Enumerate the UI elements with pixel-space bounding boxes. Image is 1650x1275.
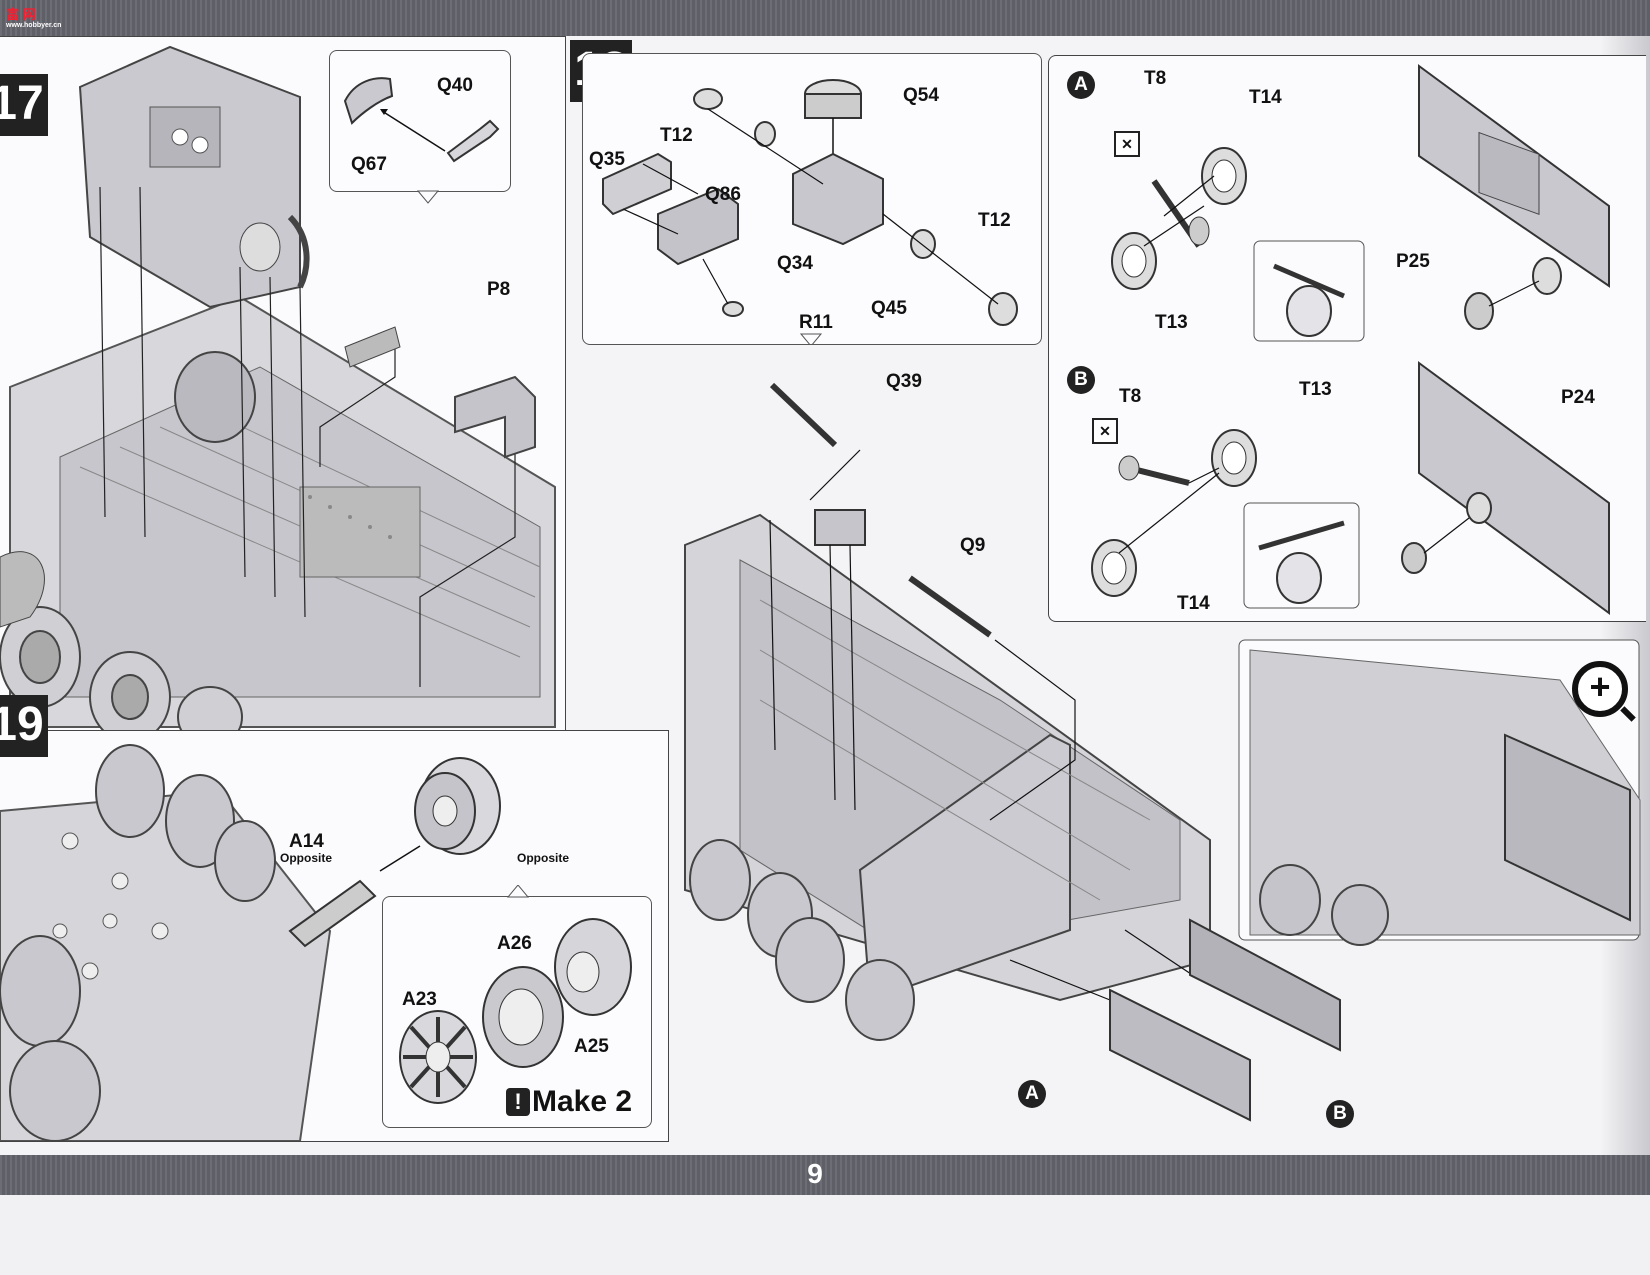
hull-marker-b: B xyxy=(1326,1100,1354,1128)
label-p8: P8 xyxy=(487,279,511,300)
label-q54: Q54 xyxy=(903,85,939,106)
variant-a-art xyxy=(1111,64,1610,342)
label-q45: Q45 xyxy=(871,298,907,319)
variant-b-panel: B T8 T13 T14 P24 ✕ xyxy=(1048,353,1646,622)
site-logo: 富 网 www.hobbyer.cn xyxy=(6,4,76,32)
logo-subtext: www.hobbyer.cn xyxy=(6,22,62,29)
step-17-number: 17 xyxy=(0,74,48,136)
step-19-illustration xyxy=(0,744,501,1141)
bottom-bar xyxy=(0,1155,1650,1195)
step-18-parts-art xyxy=(602,79,1018,344)
hull-marker-a: A xyxy=(1018,1080,1046,1108)
label-q39: Q39 xyxy=(886,371,922,392)
label-b-t14: T14 xyxy=(1177,593,1210,614)
label-a14: A14 xyxy=(289,831,324,852)
variant-b-marker: B xyxy=(1067,366,1095,394)
label-q34: Q34 xyxy=(777,253,813,274)
page-number: 9 xyxy=(807,1158,823,1189)
label-a26: A26 xyxy=(497,933,532,954)
step-19-detail-callout: A26 A23 A25 !Make 2 xyxy=(382,885,652,1128)
zoom-in-icon: + xyxy=(1572,661,1628,717)
no-glue-icon-b: ✕ xyxy=(1092,418,1118,444)
make-two-text: Make 2 xyxy=(532,1085,633,1118)
label-q35: Q35 xyxy=(589,149,625,170)
top-bar xyxy=(0,0,1650,36)
warning-icon: ! xyxy=(506,1088,530,1116)
step-19-number: 19 xyxy=(0,695,48,757)
a23-a25-a26-detail-art xyxy=(399,918,632,1104)
label-a-t8: T8 xyxy=(1144,68,1167,89)
label-b-t8: T8 xyxy=(1119,386,1142,407)
label-a-t13: T13 xyxy=(1155,312,1188,333)
label-r11: R11 xyxy=(799,312,833,333)
label-b-t13: T13 xyxy=(1299,379,1332,400)
label-b-p24: P24 xyxy=(1561,387,1595,408)
label-q40: Q40 xyxy=(437,75,473,96)
label-t12-right: T12 xyxy=(978,210,1011,231)
label-opposite-a14: Opposite xyxy=(280,851,333,865)
label-opposite-wheel: Opposite xyxy=(517,851,570,865)
label-q67: Q67 xyxy=(351,154,387,175)
step-18-parts-callout: Q54 T12 Q35 Q86 Q34 T12 Q45 R11 xyxy=(582,53,1042,345)
label-a-t14: T14 xyxy=(1249,87,1282,108)
callout-pointer xyxy=(416,190,440,204)
no-glue-icon: ✕ xyxy=(1114,131,1140,157)
step-17-panel: 17 Q40 Q67 P8 xyxy=(0,36,566,731)
label-a-p25: P25 xyxy=(1396,251,1430,272)
step-19-panel: 19 A14 Opposite Opposite A26 A23 A25 !Ma… xyxy=(0,695,669,1142)
label-a23: A23 xyxy=(402,989,437,1010)
q40-q67-detail-art xyxy=(343,77,500,163)
variant-a-marker: A xyxy=(1067,71,1095,99)
step-17-detail-callout: Q40 Q67 xyxy=(329,50,511,204)
label-q9: Q9 xyxy=(960,535,986,556)
make-two-note: !Make 2 xyxy=(506,1085,632,1119)
label-a25: A25 xyxy=(574,1036,609,1057)
callout-pointer-19 xyxy=(506,885,530,898)
label-t12-top: T12 xyxy=(660,125,693,146)
label-q86: Q86 xyxy=(705,184,741,205)
step-17-illustration xyxy=(0,45,556,730)
variant-a-panel: A T8 T14 T13 P25 ✕ xyxy=(1048,55,1646,355)
logo-text: 富 网 xyxy=(6,7,36,22)
scan-margin xyxy=(0,1195,1650,1275)
